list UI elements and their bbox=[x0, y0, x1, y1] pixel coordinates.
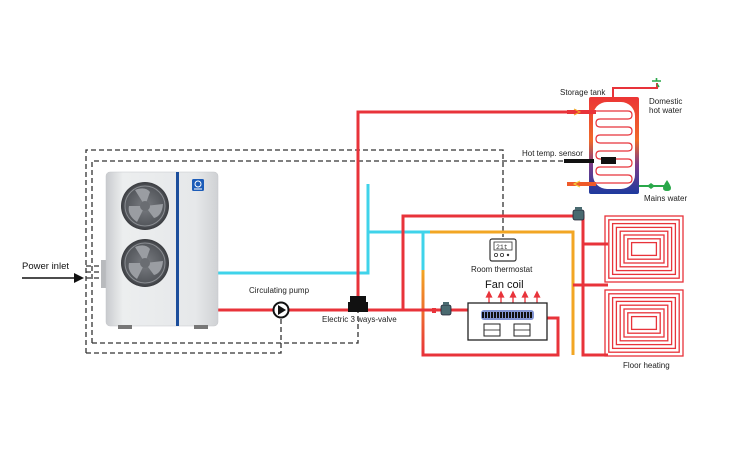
circulating-pump-label: Circulating pump bbox=[249, 286, 310, 295]
floor-heating-coil bbox=[611, 222, 677, 276]
three-way-valve: Electric 3 ways-valve bbox=[322, 296, 397, 324]
fan-coil: Fan coil bbox=[467, 279, 548, 341]
zone-valve-icon bbox=[572, 207, 585, 221]
wire-thermostat bbox=[85, 149, 504, 353]
floor-heating-coil bbox=[619, 304, 669, 342]
room-thermostat-label: Room thermostat bbox=[471, 265, 533, 274]
tank-inner bbox=[593, 102, 635, 189]
power-inlet-label: Power inlet bbox=[22, 261, 69, 272]
floor-heating-label: Floor heating bbox=[623, 361, 670, 370]
unit-foot-right bbox=[194, 325, 208, 329]
floor-heating-coil bbox=[619, 230, 669, 268]
wire-pump bbox=[86, 318, 282, 354]
thermostat-display: 21t bbox=[496, 244, 508, 251]
three-way-valve-label: Electric 3 ways-valve bbox=[322, 315, 397, 324]
hot-temp-sensor-label: Hot temp. sensor bbox=[522, 149, 583, 158]
floor-heating-coil bbox=[615, 300, 673, 346]
power-inlet: Power inlet bbox=[22, 261, 84, 283]
tap-icon bbox=[652, 78, 661, 88]
floor-heating-coil bbox=[604, 289, 684, 357]
circulating-pump: Circulating pump bbox=[249, 286, 310, 319]
pipe-supply-tank bbox=[356, 110, 585, 300]
floor-heating-coil bbox=[623, 308, 665, 338]
floor-heating-coil bbox=[608, 219, 680, 279]
domestic-hot-water-label: Domestic bbox=[649, 97, 682, 106]
storage-tank: Storage tank Domestic hot water Hot temp… bbox=[522, 78, 687, 203]
zone-valve-icon bbox=[432, 302, 452, 316]
pipe-floor-supply bbox=[581, 244, 608, 357]
storage-tank-label: Storage tank bbox=[560, 88, 606, 97]
pump-icon bbox=[278, 305, 286, 315]
floor-heating-coil bbox=[630, 241, 658, 257]
unit-blue-stripe bbox=[176, 172, 179, 326]
pipe-supply-heating bbox=[365, 214, 608, 312]
wire-power-stub bbox=[86, 265, 100, 279]
fan-coil-label: Fan coil bbox=[485, 279, 524, 291]
floor-heating-loop bbox=[604, 215, 684, 283]
mains-valve-icon bbox=[647, 183, 655, 189]
valve-icon bbox=[350, 296, 366, 303]
floor-heating-coil bbox=[630, 315, 658, 331]
heat-arrows-icon bbox=[485, 290, 541, 306]
floor-heating-coil bbox=[627, 312, 661, 334]
fan-icon bbox=[121, 182, 169, 230]
water-drop-icon bbox=[663, 180, 671, 191]
floor-heating-coil bbox=[623, 234, 665, 264]
floor-heating-coil bbox=[604, 215, 684, 283]
unit-foot-left bbox=[118, 325, 132, 329]
heat-pump-unit bbox=[101, 171, 219, 329]
floor-heating-coil bbox=[615, 226, 673, 272]
hot-temp-sensor bbox=[564, 159, 594, 163]
fan-coil-body bbox=[467, 302, 548, 341]
tank-coil bbox=[595, 110, 633, 184]
mains-water-label: Mains water bbox=[644, 194, 687, 203]
pipe-return-unit bbox=[218, 184, 370, 275]
brand-logo-icon bbox=[192, 179, 204, 191]
fan-icon bbox=[121, 239, 169, 287]
room-thermostat: 21t Room thermostat bbox=[471, 238, 533, 274]
floor-heating-coil bbox=[627, 238, 661, 260]
floor-heating-coil bbox=[611, 296, 677, 350]
arrow-head-icon bbox=[74, 273, 84, 283]
domestic-hot-water-pipe bbox=[612, 83, 658, 98]
floor-heating-coil bbox=[608, 293, 680, 353]
domestic-hot-water-label-2: hot water bbox=[649, 106, 682, 115]
pipe-return-branch-warm bbox=[430, 230, 575, 355]
piping bbox=[218, 110, 608, 357]
floor-heating bbox=[604, 215, 684, 357]
wire-sensor bbox=[91, 160, 590, 343]
fan-coil-fins bbox=[481, 310, 534, 320]
floor-heating-loop bbox=[604, 289, 684, 357]
pipe-fancoil-return-v2 bbox=[421, 270, 480, 357]
unit-side-box bbox=[101, 260, 109, 288]
control-wiring bbox=[85, 149, 590, 354]
wire-valve bbox=[92, 312, 359, 344]
